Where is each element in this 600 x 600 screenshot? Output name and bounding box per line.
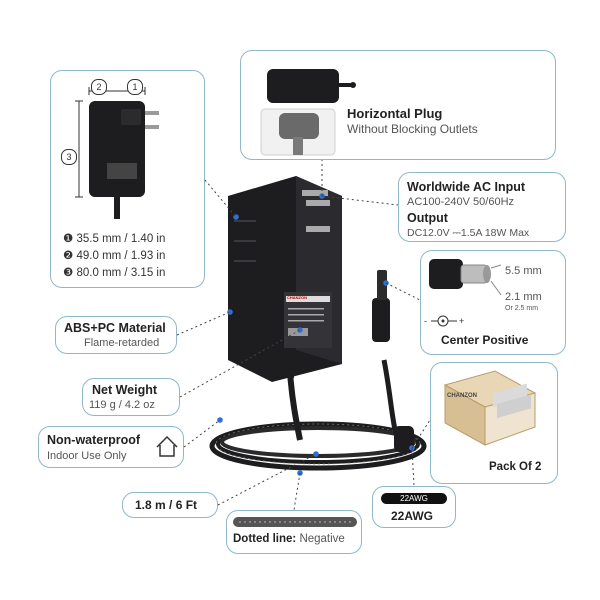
connector-inner-diameter: 2.1 mm: [505, 291, 542, 303]
dimension-line-2: ❷ 49.0 mm / 1.93 in: [63, 250, 166, 262]
barrel-connector-icon: - +: [424, 259, 502, 327]
horizontal-plug-panel: Horizontal Plug Without Blocking Outlets: [240, 50, 556, 160]
material-panel: ABS+PC Material Flame-retarded: [55, 316, 177, 354]
house-icon: [156, 435, 178, 457]
waterproof-subtitle: Indoor Use Only: [47, 450, 127, 462]
pack-label: Pack Of 2: [489, 461, 542, 473]
cable-length-value: 1.8 m / 6 Ft: [135, 498, 198, 512]
connector-outer-diameter: 5.5 mm: [505, 265, 542, 277]
output-title: Output: [407, 211, 448, 225]
dimension-badge-2: 2: [91, 79, 107, 95]
dotted-line-panel: Dotted line: Negative: [226, 510, 362, 554]
dotted-cable-sample: [233, 517, 357, 527]
weight-panel: Net Weight 119 g / 4.2 oz: [82, 378, 180, 416]
waterproof-title: Non-waterproof: [47, 433, 141, 447]
ac-input-panel: Worldwide AC Input AC100-240V 50/60Hz Ou…: [398, 172, 566, 242]
svg-text:-: -: [424, 316, 427, 326]
product-box-illustration: [443, 370, 537, 446]
dotted-line-bold: Dotted line:: [233, 533, 297, 545]
dimension-badge-3: 3: [61, 149, 77, 165]
material-title: ABS+PC Material: [64, 321, 166, 335]
adapter-label-brand: CHANZON: [287, 295, 307, 300]
dimension-badge-1: 1: [127, 79, 143, 95]
material-subtitle: Flame-retarded: [84, 337, 160, 349]
cable-length-panel: 1.8 m / 6 Ft: [122, 492, 218, 518]
dimension-line-1: ❶ 35.5 mm / 1.40 in: [63, 233, 166, 245]
waterproof-panel: Non-waterproof Indoor Use Only: [38, 426, 184, 468]
dotted-line-label: Dotted line: Negative: [233, 533, 345, 545]
plug-subtitle: Without Blocking Outlets: [347, 122, 478, 136]
output-value: DC12.0V ⎓1.5A 18W Max: [407, 227, 530, 239]
box-brand: CHANZON: [447, 393, 477, 399]
gauge-tag: 22AWG: [381, 493, 447, 504]
connector-panel: - + 5.5 mm 2.1 mm Or 2.5 mm Center Posit…: [420, 250, 566, 355]
svg-text:+: +: [459, 316, 464, 326]
weight-title: Net Weight: [92, 383, 158, 397]
weight-value: 119 g / 4.2 oz: [89, 399, 155, 411]
polarity-label: Center Positive: [441, 333, 529, 347]
dotted-line-rest: Negative: [296, 533, 345, 545]
ac-input-title: Worldwide AC Input: [407, 180, 526, 194]
dimension-line-3: ❸ 80.0 mm / 3.15 in: [63, 267, 166, 279]
plug-title: Horizontal Plug: [347, 106, 443, 121]
dimensions-panel: 2 1 3 ❶ 35.5 mm / 1.40 in ❷ 49.0 mm / 1.…: [50, 70, 205, 288]
connector-inner-alt: Or 2.5 mm: [505, 305, 539, 312]
plug-illustration: [260, 69, 356, 156]
gauge-panel: 22AWG 22AWG: [372, 486, 456, 528]
ac-input-value: AC100-240V 50/60Hz: [407, 196, 515, 208]
pack-panel: CHANZON Pack Of 2: [430, 362, 558, 484]
gauge-label: 22AWG: [391, 509, 434, 523]
